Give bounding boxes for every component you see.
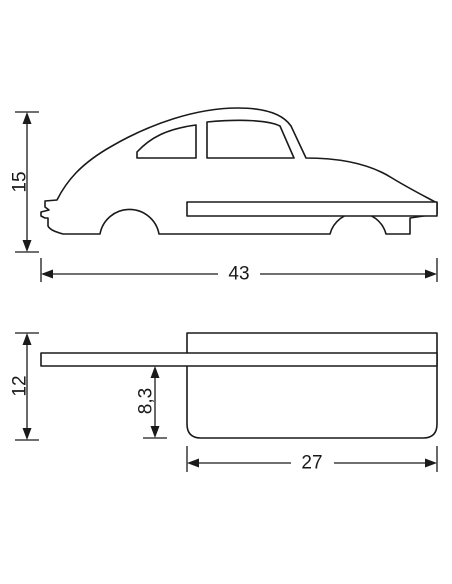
car-length-label: 43 (228, 264, 249, 285)
shelf-board-side (40, 352, 438, 367)
rear-window (136, 124, 197, 159)
car-shelf-front-view (40, 107, 438, 235)
shelf-height-dimension: 12 (10, 332, 39, 441)
shelf-side-profile (186, 332, 438, 439)
arrow-up-icon (22, 333, 32, 345)
shelf-plank (186, 201, 438, 217)
arrow-down-icon (22, 428, 32, 440)
arrow-down-icon (22, 240, 32, 252)
arrow-left-icon (187, 458, 199, 468)
arrow-left-icon (41, 269, 53, 279)
car-height-label: 15 (10, 171, 31, 192)
shelf-lip-dimension: 8,3 (136, 366, 167, 439)
shelf-depth-label: 27 (301, 453, 322, 474)
arrow-down-icon (150, 426, 160, 438)
arrow-up-icon (22, 112, 32, 124)
shelf-depth-dimension: 27 (186, 446, 438, 474)
shelf-height-label: 12 (10, 375, 31, 396)
arrow-up-icon (150, 366, 160, 378)
arrow-right-icon (425, 269, 437, 279)
car-height-dimension: 15 (10, 111, 39, 253)
shelf-side-view (40, 332, 438, 439)
shelf-lip-label: 8,3 (136, 388, 157, 414)
front-window (206, 119, 295, 159)
arrow-right-icon (425, 458, 437, 468)
car-length-dimension: 43 (40, 258, 438, 285)
